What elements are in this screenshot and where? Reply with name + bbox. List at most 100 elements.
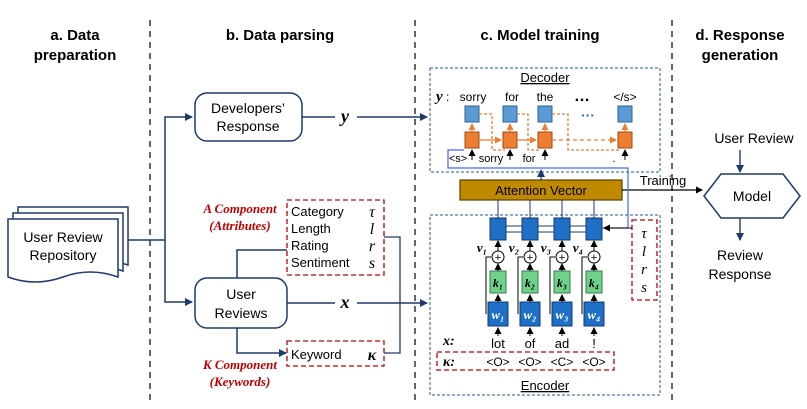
decoder-connections bbox=[468, 113, 629, 151]
encoder-hidden-node-2 bbox=[521, 217, 539, 241]
developers-response-label-2: Response bbox=[216, 118, 279, 134]
rg-user-review-label: User Review bbox=[714, 130, 794, 146]
k-to-plus-arrows bbox=[494, 263, 598, 271]
encoder-attr-4: s bbox=[641, 280, 647, 296]
svg-text:+: + bbox=[559, 252, 565, 264]
encoder-plus-arrows bbox=[494, 240, 598, 251]
y-symbol: y bbox=[339, 106, 350, 126]
encoder-word-3: ad bbox=[555, 336, 569, 351]
arrow-repo-to-reviews bbox=[164, 240, 193, 306]
rg-review-response-2: Response bbox=[708, 266, 771, 282]
k-label-4: k₄ bbox=[589, 276, 599, 290]
section-a-title-2: preparation bbox=[34, 47, 117, 64]
encoder-word-1: lot bbox=[491, 336, 505, 351]
w-label-4: w₄ bbox=[587, 307, 600, 322]
encoder-word-2: of bbox=[525, 336, 536, 351]
v-label-3: v₃ bbox=[541, 240, 551, 255]
decoder-input-4: . bbox=[612, 153, 615, 165]
attr-category-symbol: τ bbox=[369, 204, 376, 221]
encoder-title: Encoder bbox=[521, 378, 570, 393]
decoder-input-1: <s> bbox=[449, 153, 467, 165]
encoder-recurrent-links bbox=[506, 225, 586, 233]
encoder-attention-links bbox=[497, 200, 595, 218]
keyword-symbol: κ bbox=[368, 347, 377, 364]
repository-icon bbox=[7, 206, 129, 283]
decoder-output-1: sorry bbox=[460, 90, 487, 104]
attr-length-label: Length bbox=[291, 221, 331, 236]
k-label-1: k₁ bbox=[493, 276, 503, 290]
decoder-input-3: for bbox=[523, 153, 536, 165]
decoder-y-colon: : bbox=[446, 90, 449, 104]
attributes-box bbox=[286, 199, 385, 276]
decoder-ellipsis: ··· bbox=[581, 107, 595, 123]
decoder-output-2: for bbox=[505, 90, 519, 104]
encoder-tag-3: <C> bbox=[551, 355, 574, 369]
attr-rating-label: Rating bbox=[291, 238, 329, 253]
encoder-box bbox=[429, 214, 661, 396]
encoder-tag-2: <O> bbox=[518, 355, 541, 369]
encoder-plus-nodes: + + + + bbox=[491, 250, 601, 264]
w-skip-links bbox=[485, 256, 587, 314]
word-to-w-arrows bbox=[494, 327, 598, 336]
v-label-1: v₁ bbox=[477, 240, 487, 255]
decoder-hidden-node-2 bbox=[502, 131, 518, 149]
decoder-output-5: </s> bbox=[613, 90, 636, 104]
decoder-output-node-2 bbox=[502, 105, 518, 123]
encoder-tag-1: <O> bbox=[486, 355, 509, 369]
encoder-x-label: x: bbox=[442, 334, 455, 349]
encoder-tag-4: <O> bbox=[582, 355, 605, 369]
x-symbol: x bbox=[340, 292, 350, 312]
keyword-tags-box bbox=[436, 351, 615, 371]
section-d-title-2: generation bbox=[702, 47, 779, 64]
w-to-k-arrows bbox=[494, 294, 598, 302]
decoder-hidden-node-3 bbox=[537, 131, 553, 149]
repository-label-1: User Review bbox=[23, 229, 103, 245]
section-c-title: c. Model training bbox=[480, 27, 599, 44]
decoder-input-arrows bbox=[468, 149, 629, 160]
line-reviews-to-attributes bbox=[236, 249, 287, 278]
encoder-attr-3: r bbox=[641, 262, 647, 278]
decoder-output-3: the bbox=[537, 90, 554, 104]
k-component-subtitle: (Keywords) bbox=[210, 374, 271, 389]
attention-vector-label: Attention Vector bbox=[495, 183, 587, 198]
w-label-1: w₁ bbox=[491, 307, 504, 322]
decoder-title: Decoder bbox=[520, 70, 570, 85]
arrow-repo-to-response bbox=[128, 113, 193, 241]
svg-text:+: + bbox=[495, 252, 501, 264]
decoder-output-node-1 bbox=[464, 105, 480, 123]
a-component-title: A Component bbox=[202, 201, 277, 216]
section-d-title-1: d. Response bbox=[695, 27, 784, 44]
user-reviews-label-2: Reviews bbox=[215, 305, 268, 321]
attr-length-symbol: l bbox=[370, 221, 375, 238]
section-a-title-1: a. Data bbox=[50, 27, 100, 44]
k-component-title: K Component bbox=[202, 357, 277, 372]
components-bracket bbox=[384, 236, 401, 354]
attr-sentiment-label: Sentiment bbox=[291, 255, 350, 270]
section-b-title: b. Data parsing bbox=[226, 27, 334, 44]
w-label-3: w₃ bbox=[555, 307, 568, 322]
developers-response-label-1: Developers’ bbox=[211, 100, 285, 116]
encoder-word-4: ! bbox=[592, 336, 596, 351]
attr-category-label: Category bbox=[291, 204, 344, 219]
k-label-2: k₂ bbox=[525, 276, 535, 290]
model-label: Model bbox=[733, 188, 771, 204]
svg-text:+: + bbox=[527, 252, 533, 264]
decoder-hidden-node-1 bbox=[464, 131, 480, 149]
svg-text:+: + bbox=[591, 252, 597, 264]
decoder-output-4: … bbox=[574, 88, 590, 105]
encoder-attr-2: l bbox=[642, 244, 646, 260]
attr-rating-symbol: r bbox=[369, 238, 376, 255]
decoder-box bbox=[429, 67, 661, 173]
decoder-output-node-3 bbox=[537, 105, 553, 123]
encoder-hidden-node-1 bbox=[489, 217, 507, 241]
arrow-reviews-to-keyword bbox=[236, 328, 287, 357]
encoder-kappa-label: κ: bbox=[443, 355, 455, 370]
keyword-box bbox=[286, 340, 385, 367]
model-hexagon bbox=[703, 173, 801, 219]
repository-label-2: Repository bbox=[30, 247, 97, 263]
keyword-label: Keyword bbox=[291, 347, 342, 362]
rg-review-response-1: Review bbox=[717, 247, 764, 263]
decoder-input-2: sorry bbox=[479, 153, 504, 165]
w-label-2: w₂ bbox=[523, 307, 536, 322]
